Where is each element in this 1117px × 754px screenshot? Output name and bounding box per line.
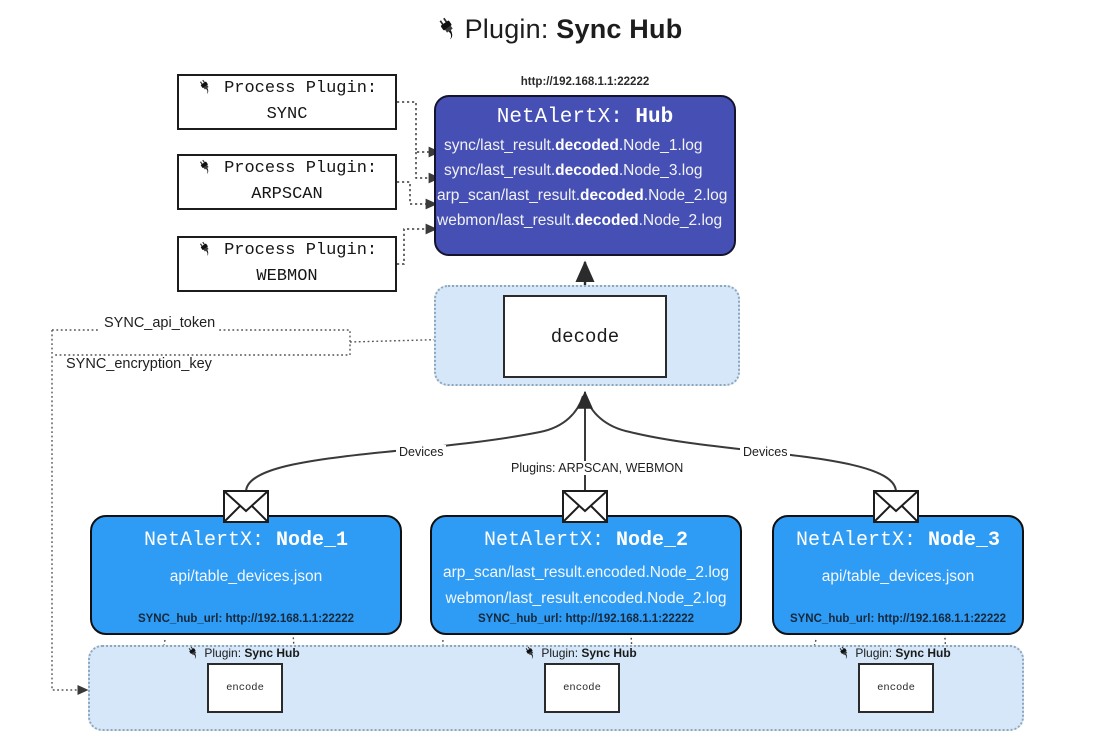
plug-icon [197, 241, 224, 260]
process-plugin-box-webmon[interactable]: Process Plugin: WEBMON [177, 236, 397, 292]
encode-2-plugin-label: Plugin: Sync Hub [523, 645, 637, 660]
process-plugin-sync-line1: Process Plugin: [197, 76, 377, 102]
node-2-line: webmon/last_result.encoded.Node_2.log [445, 590, 727, 607]
hub-log-row: sync/last_result.decoded.Node_1.log [444, 137, 703, 154]
edge-webmon-to-hub-log4 [397, 223, 438, 265]
edge-node1-to-decode [245, 395, 584, 493]
decode-box[interactable]: decode [503, 295, 667, 378]
node-2-hub-url: SYNC_hub_url: http://192.168.1.1:22222 [477, 613, 695, 625]
node-1-line: api/table_devices.json [169, 568, 323, 585]
encode-box-1[interactable]: encode [207, 663, 283, 713]
encode-box-2[interactable]: encode [544, 663, 620, 713]
secret-label-api-token: SYNC_api_token [100, 315, 220, 331]
process-plugin-webmon-line1: Process Plugin: [197, 238, 377, 264]
node-3-hub-url: SYNC_hub_url: http://192.168.1.1:22222 [789, 613, 1007, 625]
hub-title-prefix: NetAlertX: [496, 106, 636, 129]
hub-log-row: arp_scan/last_result.decoded.Node_2.log [437, 187, 728, 204]
hub-log-row: sync/last_result.decoded.Node_3.log [444, 162, 703, 179]
plug-icon [837, 646, 855, 660]
hub-title-name: Hub [635, 106, 674, 129]
hub-url: http://192.168.1.1:22222 [520, 76, 650, 88]
encode-3-plugin-label: Plugin: Sync Hub [837, 645, 951, 660]
edge-arpscan-to-hub-log3 [397, 181, 438, 210]
page-title: Plugin: Sync Hub [0, 14, 1117, 48]
edge-secrets-to-encode-band [51, 330, 89, 696]
node-1-title: NetAlertX: Node_1 [143, 529, 349, 552]
node-3-line: api/table_devices.json [821, 568, 975, 585]
secret-label-encryption-key: SYNC_encryption_key [62, 356, 216, 372]
edge-label-plugins-middle: Plugins: ARPSCAN, WEBMON [508, 461, 687, 475]
title-main: Sync Hub [556, 14, 683, 44]
plug-icon [197, 79, 224, 98]
node-box-node-3[interactable]: NetAlertX: Node_3 api/table_devices.json… [772, 515, 1024, 635]
node-box-node-1[interactable]: NetAlertX: Node_1 api/table_devices.json… [90, 515, 402, 635]
encode-box-3[interactable]: encode [858, 663, 934, 713]
process-plugin-sync-name: SYNC [266, 105, 308, 124]
process-plugin-arpscan-name: ARPSCAN [251, 185, 323, 204]
plug-icon [197, 159, 224, 178]
node-2-title: NetAlertX: Node_2 [483, 529, 689, 552]
edge-label-devices-left: Devices [396, 445, 447, 459]
node-box-node-2[interactable]: NetAlertX: Node_2 arp_scan/last_result.e… [430, 515, 742, 635]
title-prefix: Plugin: [464, 14, 557, 44]
plug-icon [523, 646, 541, 660]
node-2-line: arp_scan/last_result.encoded.Node_2.log [442, 564, 730, 581]
process-plugin-box-arpscan[interactable]: Process Plugin: ARPSCAN [177, 154, 397, 210]
process-plugin-webmon-name: WEBMON [256, 267, 318, 286]
hub-box[interactable]: NetAlertX: Hub sync/last_result.decoded.… [434, 95, 736, 256]
encode-1-plugin-label: Plugin: Sync Hub [186, 645, 300, 660]
process-plugin-box-sync[interactable]: Process Plugin: SYNC [177, 74, 397, 130]
process-plugin-arpscan-line1: Process Plugin: [197, 156, 377, 182]
plug-icon [186, 646, 204, 660]
node-3-title: NetAlertX: Node_3 [795, 529, 1001, 552]
node-1-hub-url: SYNC_hub_url: http://192.168.1.1:22222 [137, 613, 355, 625]
hub-log-row: webmon/last_result.decoded.Node_2.log [437, 212, 723, 229]
plug-icon [435, 15, 461, 48]
process-plugin-arpscan-label: Process Plugin: [224, 158, 378, 178]
edge-label-devices-right: Devices [740, 445, 791, 459]
edge-secrets-loop [52, 329, 351, 356]
process-plugin-webmon-label: Process Plugin: [224, 240, 378, 260]
edge-node3-to-decode [585, 395, 897, 493]
process-plugin-sync-label: Process Plugin: [224, 78, 378, 98]
hub-title: NetAlertX: Hub [436, 106, 734, 129]
